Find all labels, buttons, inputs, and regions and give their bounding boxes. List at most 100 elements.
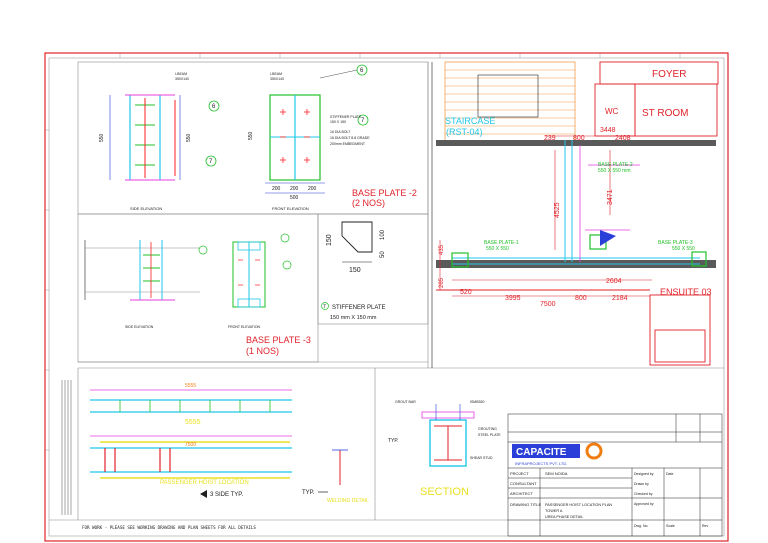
dim-550-right: 550 [186, 133, 192, 142]
sheet-border [44, 52, 729, 542]
plan-dim-800-bottom: 800 [575, 295, 587, 302]
ibeam-left-label: I-BEAM [175, 72, 187, 76]
plan-dim-239: 239 [544, 135, 556, 142]
dim-200-b: 200 [290, 186, 299, 192]
scale-label: Scale [666, 524, 675, 528]
base-plate-2-side-elevation: 550 550 I-BEAM 350X140 6 7 SIDE ELEVATIO… [99, 72, 220, 211]
grid-ticks [45, 53, 681, 451]
callout-6-mid: 6 [360, 68, 364, 74]
plan-dim-435: 435 [439, 244, 445, 255]
dim-500: 500 [290, 195, 299, 201]
dim-550-front: 550 [248, 131, 254, 140]
plan-foyer: FOYER [652, 69, 686, 80]
base-plate-2-qty: (2 NOS) [352, 198, 385, 208]
ibeam-left-sub: 350X140 [175, 77, 189, 81]
section-note-4: STEEL PLATE [478, 433, 501, 437]
stiffener-size: 150 mm X 150 mm [330, 315, 377, 321]
dim-200-a: 200 [272, 186, 281, 192]
base-plate-3-qty: (1 NOS) [246, 346, 279, 356]
typ-left: TYP. [302, 490, 315, 496]
drawing-label: DRAWING TITLE [510, 502, 541, 507]
left-margin-note [61, 380, 72, 515]
stiffener-title: STIFFENER PLATE [332, 305, 386, 311]
checked-by: Checked by [634, 492, 653, 496]
plan-bp2-size: 550 X 550 mm [598, 168, 631, 174]
plan-bp1-size: 550 X 550 [486, 246, 509, 252]
bolt-note-3: 200mm EMBEDMENT [330, 142, 366, 146]
drawing-line-2: TOWER A [545, 509, 563, 513]
weld-detail-label: WELDING DETAIL [327, 498, 369, 504]
bolt-note-1: 16 DIA BOLT [330, 130, 351, 134]
logo-text: CAPACITE [516, 447, 567, 458]
logo-sub: INFRAPROJECTS PVT. LTD. [515, 461, 567, 466]
beam-dim-mid-1: 7500 [185, 442, 196, 448]
callout-6-left: 6 [212, 104, 216, 110]
plan-dim-2604: 2604 [606, 278, 622, 285]
bp3-front-elevation-label: FRONT ELEVATION [228, 325, 261, 329]
callout-7-mid: 7 [361, 118, 365, 124]
approved-by: Approved by [634, 502, 654, 506]
architect-label: ARCHITECT [510, 491, 533, 496]
base-plate-3-front-elevation: FRONT ELEVATION [228, 233, 292, 329]
stiffener-dim-50: 50 [380, 251, 386, 258]
project-label: PROJECT [510, 471, 529, 476]
title-block [507, 413, 723, 537]
plan-bp2-label: BASE PLATE-2 [598, 162, 633, 168]
typ-mid: TYP. [388, 438, 398, 444]
drawn-by: Drawn by [634, 482, 649, 486]
plan-wc: WC [605, 107, 619, 116]
drawing-line-1: PASSENGER HOIST LOCATION PLAN [545, 503, 612, 507]
ibeam-mid-sub: 350X140 [270, 77, 284, 81]
footer-note: FOR WORK - PLEASE SEE WORKING DRAWING AN… [82, 525, 256, 530]
base-plate-3-side-elevation: SIDE ELEVATION [84, 240, 208, 329]
panel-outlines [49, 61, 724, 521]
plan-dim-3471: 3471 [607, 189, 614, 205]
stiffener-dim-150-bottom: 150 [349, 267, 361, 274]
plan-view: FOYER WC ST ROOM STAIRCASE (RST-04) ENSU… [431, 61, 719, 368]
bolt-note-2: 16 DIA BOLT 8.8 GRADE [330, 136, 370, 140]
project-value: SEM NOIDA [545, 471, 568, 476]
plan-dim-800-top: 800 [573, 135, 585, 142]
front-elevation-label: FRONT ELEVATION [272, 206, 309, 211]
plan-dim-4525: 4525 [554, 202, 561, 218]
company-logo: CAPACITE INFRAPROJECTS PVT. LTD. [512, 442, 603, 466]
consultant-label: CONSULTANT [510, 481, 537, 486]
dim-550-left: 550 [99, 133, 105, 142]
section-note-2: ISMB350 [470, 400, 484, 404]
lower-beam-elevation: 5555 5555 7500 PASSENGER HOIST LOCATION … [90, 383, 369, 504]
stiffener-plate-detail: 150 150 50 100 7 STIFFENER PLATE 150 mm … [321, 221, 386, 321]
section-detail: GROUT BAR ISMB350 GROUTING STEEL PLATE S… [388, 400, 501, 498]
plan-bp1-label: BASE PLATE-1 [484, 240, 519, 246]
section-note-1: GROUT BAR [395, 400, 416, 404]
bp3-side-elevation-label: SIDE ELEVATION [125, 325, 154, 329]
stiffener-note: STIFFENER PLATE [330, 115, 362, 119]
inner-frame [48, 57, 725, 537]
base-plate-2-title: BASE PLATE -2 [352, 188, 417, 198]
plan-dim-2184: 2184 [612, 295, 628, 302]
callout-7-left: 7 [209, 159, 213, 165]
date-label: Date [666, 472, 673, 476]
plan-st-room: ST ROOM [642, 108, 688, 119]
plan-staircase-code: (RST-04) [446, 127, 483, 137]
dim-200-c: 200 [308, 186, 317, 192]
designed-by: Designed by [634, 472, 654, 476]
side-elevation-label: SIDE ELEVATION [130, 206, 162, 211]
weld-note: 3 SIDE TYP. [210, 492, 243, 498]
ibeam-mid-label: I-BEAM [270, 72, 282, 76]
plan-dim-265: 265 [439, 277, 445, 288]
plan-dim-520: 520 [460, 289, 472, 296]
plan-bp3-size: 550 X 550 [672, 246, 695, 252]
section-note-3: GROUTING [478, 427, 497, 431]
plan-dim-3448: 3448 [600, 127, 616, 134]
plan-dim-2408: 2408 [615, 135, 631, 142]
stiffener-note-sub: 150 X 150 [330, 120, 346, 124]
beam-dim-top-2: 5555 [185, 419, 201, 426]
beam-dim-top-1: 5555 [185, 383, 196, 389]
plan-ensuite: ENSUITE 03 [660, 287, 712, 297]
stiffener-dim-150-left: 150 [326, 234, 333, 246]
plan-bp3-label: BASE PLATE-3 [658, 240, 693, 246]
plan-dim-3995: 3995 [505, 295, 521, 302]
dwg-no: Dwg. No. [634, 524, 648, 528]
base-plate-2-front-elevation: 200 200 200 500 550 I-BEAM 350X140 6 7 S… [248, 64, 370, 211]
